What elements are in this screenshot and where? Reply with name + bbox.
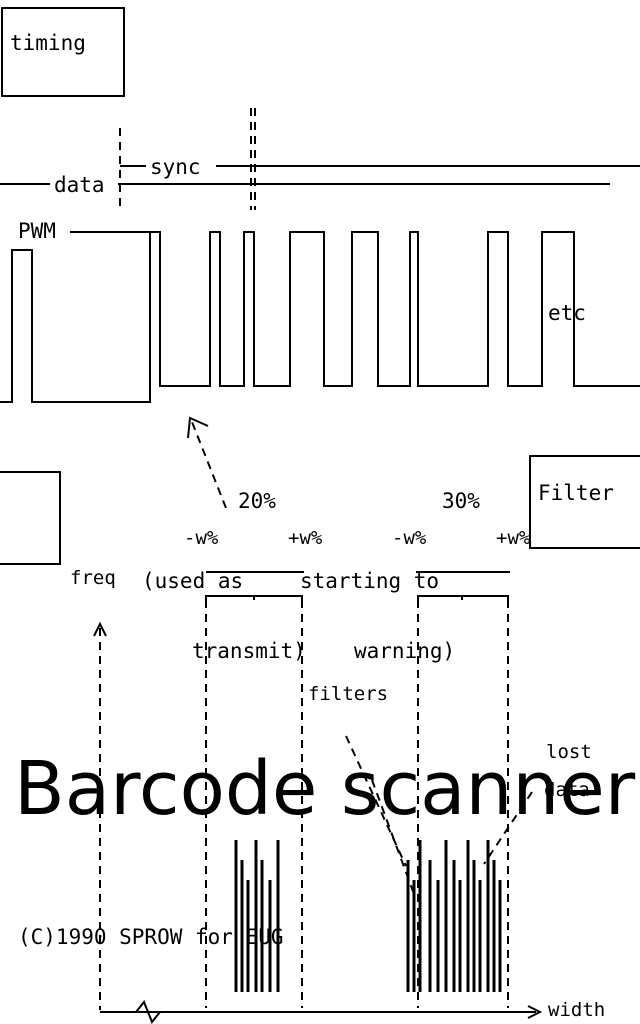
minus-w-label-2: -w%: [392, 527, 427, 549]
filters-label: filters: [308, 683, 388, 705]
starting-to-label: starting to: [300, 569, 439, 593]
sync-label: sync: [150, 155, 201, 179]
pulse-pointer-head: [187, 416, 209, 439]
filter-pointer-1: [345, 735, 407, 867]
copyright-label: (C)1990 SPROW for EUG: [18, 925, 284, 949]
minus-w-label-1: -w%: [184, 527, 219, 549]
width-arrow-head: [527, 1005, 543, 1019]
tolerance-bracket-2: [417, 595, 509, 600]
page-title: Barcode scanner: [14, 746, 636, 832]
pct-20-label: 20%: [238, 489, 276, 513]
data-label: data: [54, 173, 105, 197]
pct-30-label: 30%: [442, 489, 480, 513]
lost-data-label: data: [544, 779, 590, 801]
pulse-pointer-line: [191, 421, 227, 509]
pwm-waveform: [0, 231, 640, 403]
freq-label: freq: [70, 567, 116, 589]
barcode-bars: [234, 840, 502, 992]
filter-box: [529, 455, 640, 549]
lost-data-pointer: [483, 791, 533, 865]
sync-label-bg: [146, 154, 216, 178]
lost-label: lost: [546, 741, 592, 763]
timing-label: timing: [10, 31, 86, 55]
pwm-label: PWM: [18, 219, 56, 243]
plus-w-label-2: +w%: [496, 527, 531, 549]
timing-box: [1, 7, 125, 97]
filter-label: Filter: [538, 481, 614, 505]
freq-arrow-head: [93, 621, 107, 637]
transmit-label: transmit): [192, 639, 306, 663]
etc-label: etc: [548, 301, 586, 325]
left-side-box: [0, 471, 61, 565]
width-break-mark: [135, 1000, 161, 1024]
warning-label: warning): [354, 639, 455, 663]
used-as-label: (used as: [142, 569, 243, 593]
plus-w-label-1: +w%: [288, 527, 323, 549]
tolerance-bracket-1: [205, 595, 303, 600]
data-label-bg: [50, 172, 118, 196]
width-label: width: [548, 999, 605, 1021]
